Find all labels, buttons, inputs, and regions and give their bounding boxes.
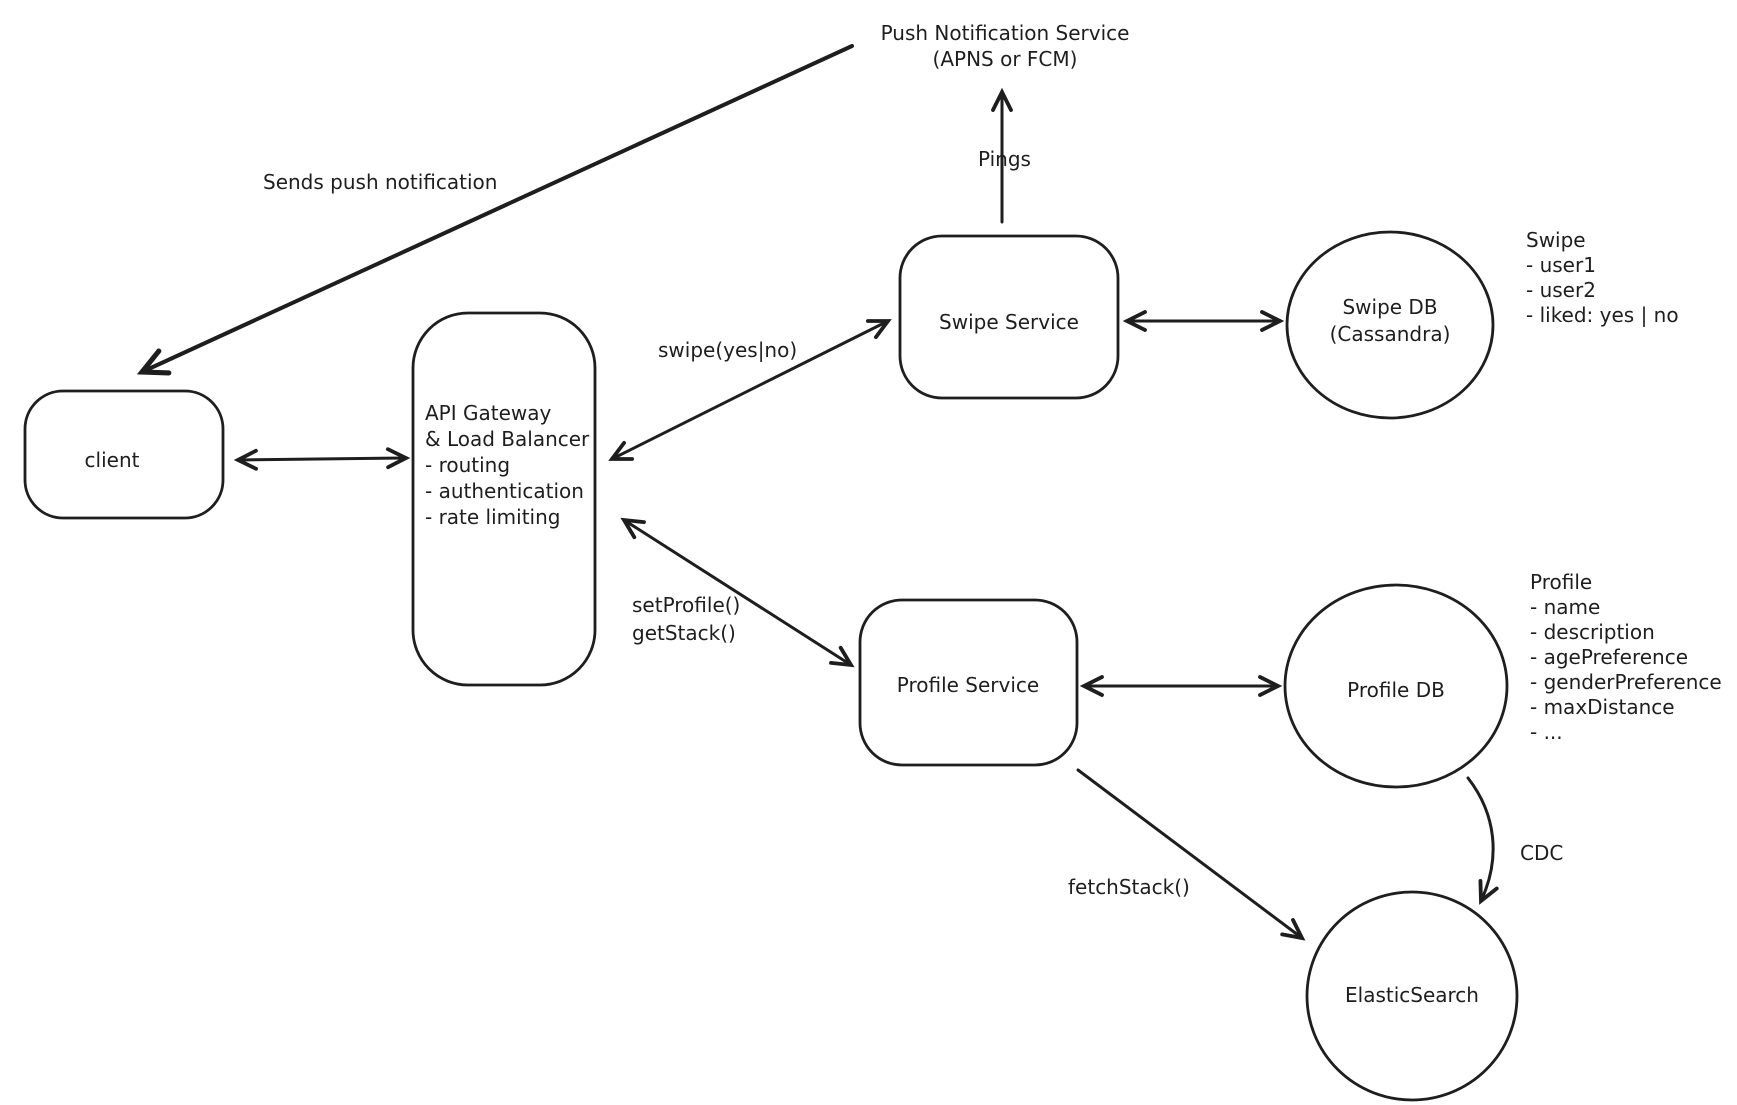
edges bbox=[136, 44, 1499, 941]
swipe-schema-item: - liked: yes | no bbox=[1526, 303, 1679, 327]
edge-profile-service-elasticsearch bbox=[1076, 768, 1306, 941]
api-gateway-label-line3: - routing bbox=[425, 453, 510, 477]
api-gateway-label-line1: API Gateway bbox=[425, 401, 552, 425]
swipe-db-node bbox=[1285, 230, 1495, 420]
edge-push-notification-to-client bbox=[136, 44, 854, 376]
profile-service-label: Profile Service bbox=[897, 673, 1039, 697]
profile-service-node bbox=[858, 598, 1079, 767]
profile-schema-item: - description bbox=[1530, 620, 1655, 644]
get-stack-label: getStack() bbox=[632, 621, 736, 645]
fetch-stack-label: fetchStack() bbox=[1068, 875, 1190, 899]
profile-db-label: Profile DB bbox=[1347, 678, 1445, 702]
push-notification-title: Push Notification Service bbox=[881, 21, 1130, 45]
profile-schema-item: - name bbox=[1530, 595, 1600, 619]
profile-schema-item: - ... bbox=[1530, 720, 1563, 744]
swipe-yes-no-label: swipe(yes|no) bbox=[658, 338, 797, 362]
push-notification-subtitle: (APNS or FCM) bbox=[933, 47, 1078, 71]
swipe-schema-title: Swipe bbox=[1526, 228, 1586, 252]
swipe-schema-item: - user2 bbox=[1526, 278, 1596, 302]
edge-gateway-swipe-service bbox=[608, 319, 892, 461]
api-gateway-label-line5: - rate limiting bbox=[425, 505, 560, 529]
swipe-schema-item: - user1 bbox=[1526, 253, 1596, 277]
elasticsearch-label: ElasticSearch bbox=[1345, 983, 1479, 1007]
api-gateway-label-line4: - authentication bbox=[425, 479, 584, 503]
edge-client-gateway bbox=[233, 447, 411, 471]
edge-gateway-profile-service bbox=[620, 517, 855, 668]
profile-schema-item: - maxDistance bbox=[1530, 695, 1675, 719]
profile-db-node bbox=[1283, 583, 1509, 789]
profile-schema-item: - genderPreference bbox=[1530, 670, 1722, 694]
swipe-db-label-line1: Swipe DB bbox=[1342, 295, 1437, 319]
edge-labels: Sends push notification Pings swipe(yes|… bbox=[263, 147, 1563, 899]
profile-schema-item: - agePreference bbox=[1530, 645, 1688, 669]
node-labels: Push Notification Service (APNS or FCM) … bbox=[85, 21, 1479, 1007]
api-gateway-label-line2: & Load Balancer bbox=[425, 427, 590, 451]
swipe-db-label-line2: (Cassandra) bbox=[1330, 322, 1451, 346]
pings-label: Pings bbox=[978, 147, 1031, 171]
set-profile-label: setProfile() bbox=[632, 593, 740, 617]
node-shapes bbox=[23, 230, 1519, 1102]
elasticsearch-node bbox=[1305, 890, 1519, 1102]
api-gateway-node bbox=[411, 311, 597, 687]
client-label: client bbox=[85, 448, 140, 472]
sends-push-notification-label: Sends push notification bbox=[263, 170, 497, 194]
client-node bbox=[23, 389, 225, 520]
edge-profile-db-cdc-elasticsearch bbox=[1466, 776, 1499, 905]
swipe-schema-annotation: Swipe - user1 - user2 - liked: yes | no bbox=[1526, 228, 1679, 327]
cdc-label: CDC bbox=[1520, 841, 1563, 865]
profile-schema-annotation: Profile - name - description - agePrefer… bbox=[1530, 570, 1722, 744]
swipe-service-node bbox=[898, 234, 1120, 400]
profile-schema-title: Profile bbox=[1530, 570, 1592, 594]
swipe-service-label: Swipe Service bbox=[939, 310, 1079, 334]
